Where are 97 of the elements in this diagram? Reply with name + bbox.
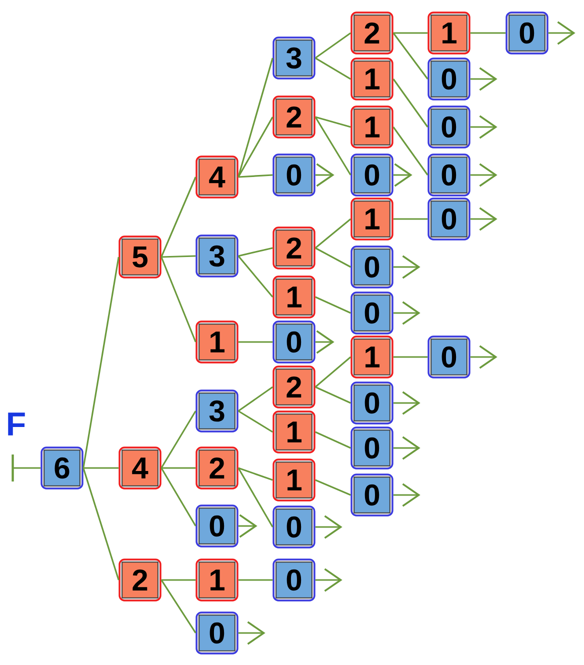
number-box: 0 <box>196 504 238 548</box>
number-box: 4 <box>196 156 238 198</box>
connector-line <box>161 467 196 469</box>
connector-line <box>314 356 352 388</box>
connector-line <box>314 32 352 59</box>
arrow <box>470 345 498 369</box>
number-box: 0 <box>350 154 394 196</box>
arrow <box>393 483 420 507</box>
connector-line <box>82 468 120 580</box>
connector-line <box>160 410 196 468</box>
arrow <box>393 436 420 460</box>
arrow <box>393 391 420 415</box>
connector-line <box>393 356 428 358</box>
connector-line <box>82 256 120 468</box>
number-box: 2 <box>350 12 394 54</box>
number-box: 0 <box>350 474 394 516</box>
arrow <box>548 21 576 45</box>
connector-line <box>238 410 274 433</box>
connector-line <box>470 32 506 34</box>
connector-line <box>315 479 351 496</box>
arrow <box>470 207 498 231</box>
connector-line <box>160 176 196 258</box>
arrow <box>315 515 342 539</box>
number-box: 1 <box>272 410 316 454</box>
number-box: 2 <box>272 96 316 138</box>
connector-line <box>315 386 351 404</box>
number-box: 0 <box>272 320 316 364</box>
number-box: 4 <box>118 446 162 490</box>
number-box: 0 <box>350 246 394 288</box>
connector-line <box>315 116 351 128</box>
number-box: 0 <box>428 58 470 100</box>
number-box: 0 <box>428 336 470 378</box>
connector-line <box>238 247 273 257</box>
number-box: 1 <box>350 106 394 148</box>
number-box: 0 <box>350 292 394 334</box>
connector-line <box>314 218 352 249</box>
arrow <box>470 67 498 91</box>
connector-line <box>314 57 352 80</box>
connector-line <box>393 32 428 34</box>
number-box: 2 <box>118 558 162 602</box>
arrow <box>393 255 420 279</box>
arrow <box>315 568 342 592</box>
number-box: 2 <box>272 366 316 408</box>
number-box: 1 <box>350 58 394 100</box>
connector-line <box>314 116 352 176</box>
number-box: 3 <box>272 36 316 80</box>
number-box: 0 <box>272 154 316 196</box>
connector-line <box>238 579 273 581</box>
number-box: 0 <box>350 426 394 470</box>
number-box: 2 <box>196 446 238 490</box>
number-box: 1 <box>350 198 394 240</box>
number-box: 0 <box>272 506 316 548</box>
connector-line <box>238 386 274 412</box>
number-box: 0 <box>428 106 470 148</box>
connector-line <box>83 467 119 469</box>
connector-line <box>238 116 274 178</box>
number-box: 0 <box>428 154 470 196</box>
connector-line <box>315 296 351 314</box>
number-box: 1 <box>272 458 316 502</box>
connector-line <box>314 247 352 268</box>
number-box: 5 <box>118 236 162 278</box>
connector-line <box>392 32 428 80</box>
arrow <box>238 621 266 645</box>
connector-line <box>161 255 196 258</box>
arrow <box>393 301 420 325</box>
number-box: 1 <box>272 276 316 318</box>
letter-label: F <box>8 412 25 436</box>
number-box: 3 <box>196 390 238 432</box>
connector-line <box>238 468 274 528</box>
connector-line <box>238 58 274 178</box>
number-box: 0 <box>428 198 470 240</box>
start-line <box>12 454 41 482</box>
number-box: 1 <box>428 12 470 54</box>
number-box: 0 <box>350 382 394 424</box>
connector-line <box>392 78 428 128</box>
connector-line <box>393 218 428 220</box>
connector-line <box>238 467 273 481</box>
number-box: 1 <box>196 558 238 602</box>
number-box: 1 <box>350 336 394 378</box>
number-box: 6 <box>40 446 84 490</box>
connector-line <box>160 580 196 634</box>
number-box: 0 <box>196 612 238 654</box>
arrow <box>470 115 498 139</box>
connector-line <box>238 341 273 343</box>
number-box: 3 <box>196 234 238 278</box>
connector-line <box>160 256 196 342</box>
arrow <box>470 163 498 187</box>
connector-line <box>238 174 273 178</box>
number-box: 1 <box>196 320 238 364</box>
number-box: 0 <box>272 558 316 602</box>
connector-line <box>392 126 428 176</box>
connector-line <box>160 468 196 526</box>
connector-line <box>161 579 196 581</box>
number-box: 0 <box>506 12 548 54</box>
number-box: 2 <box>272 226 316 270</box>
connector-line <box>315 431 351 449</box>
connector-line <box>238 255 274 298</box>
